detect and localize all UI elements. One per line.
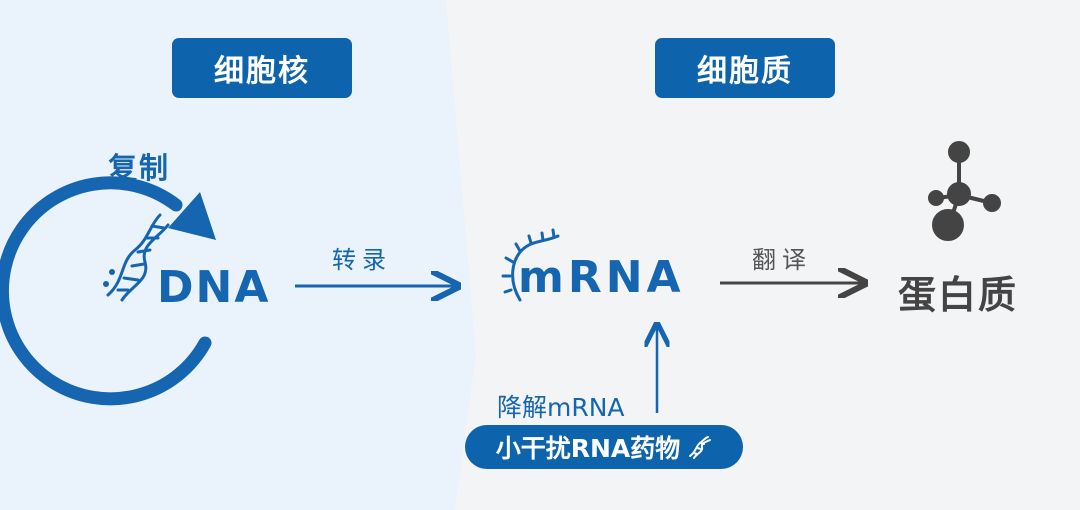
protein-label: 蛋白质 — [898, 273, 1019, 317]
nucleus-label: 细胞核 — [172, 38, 352, 98]
cytoplasm-label: 细胞质 — [655, 38, 835, 98]
degrade-mrna-label: 降解mRNA — [497, 393, 625, 422]
sirna-drug-badge: 小干扰RNA药物 — [465, 425, 743, 469]
transcription-label: 转录 — [332, 246, 392, 274]
dna-label: DNA — [157, 262, 271, 313]
translation-label: 翻译 — [752, 246, 812, 274]
mrna-strand-icon — [501, 228, 560, 302]
molecule-icon — [928, 141, 1001, 241]
replication-label: 复制 — [108, 151, 171, 185]
sirna-drug-label: 小干扰RNA药物 — [495, 434, 681, 463]
dna-helix-icon — [103, 213, 170, 302]
mrna-label: mRNA — [518, 252, 685, 303]
replication-cycle-icon — [0, 176, 216, 406]
dna-helix-icon — [689, 436, 712, 459]
